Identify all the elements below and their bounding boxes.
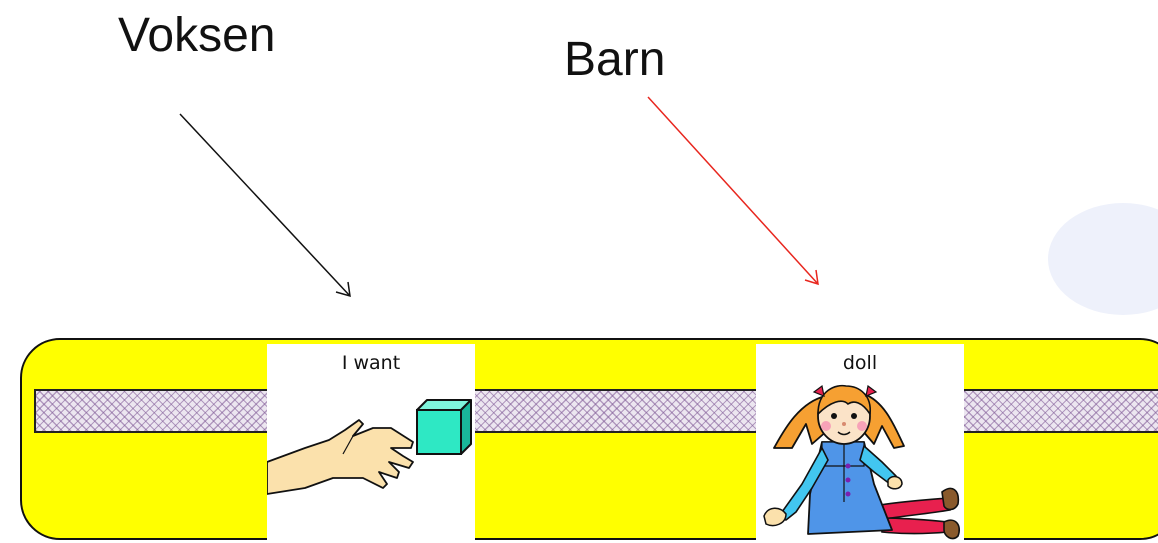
adult-arrow: [179, 113, 351, 298]
card-doll-caption: doll: [842, 352, 878, 374]
card-i-want[interactable]: I want: [267, 344, 475, 543]
sentence-strip: [20, 338, 1158, 540]
adult-label: Voksen: [118, 9, 276, 62]
cube-icon: [416, 399, 472, 455]
hand-reaching-icon: [267, 399, 472, 495]
child-label: Barn: [564, 33, 666, 86]
child-arrow: [647, 96, 819, 286]
background-circle: [1048, 203, 1158, 315]
card-doll[interactable]: doll: [756, 344, 964, 543]
doll-icon: [763, 384, 960, 540]
card-i-want-caption: I want: [341, 352, 401, 374]
sentence-bar: [34, 389, 1158, 433]
hand-icon: [267, 419, 414, 495]
